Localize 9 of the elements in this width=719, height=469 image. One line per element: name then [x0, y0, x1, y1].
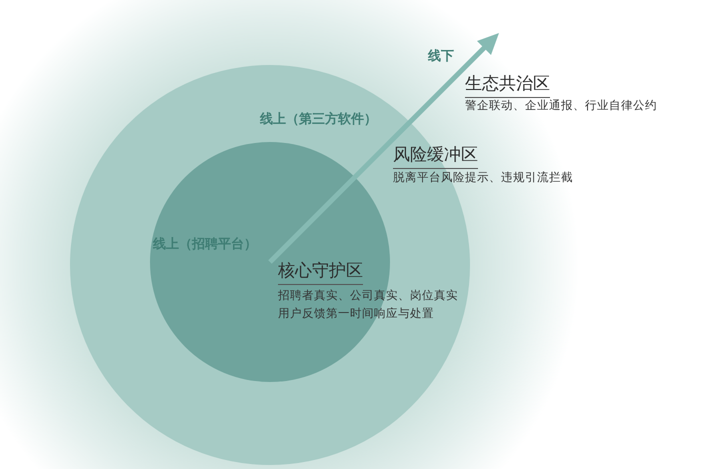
zone-title: 风险缓冲区 [393, 146, 478, 169]
zone-label: 线下 [428, 50, 454, 65]
zone-description: 警企联动、企业通报、行业自律公约 [465, 99, 657, 112]
zone-description: 用户反馈第一时间响应与处置 [278, 307, 434, 320]
zone-label: 线上（第三方软件） [260, 113, 377, 128]
zone-description: 脱离平台风险提示、违规引流拦截 [393, 171, 573, 184]
zone-title: 核心守护区 [278, 262, 363, 285]
zone-title: 生态共治区 [465, 75, 550, 98]
zone-description: 招聘者真实、公司真实、岗位真实 [278, 289, 458, 302]
